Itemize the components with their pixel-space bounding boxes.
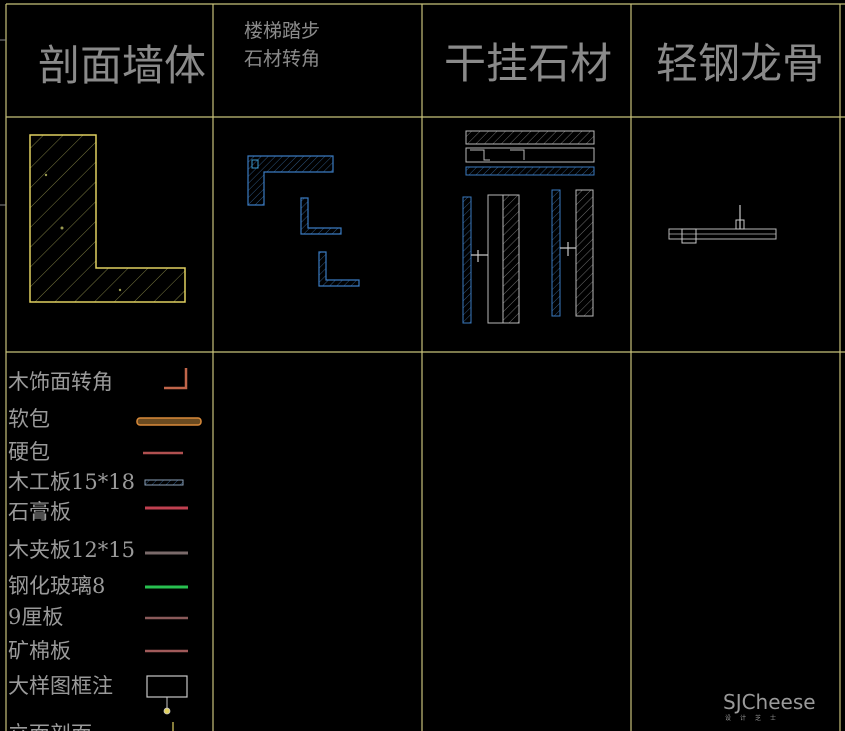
legend: 木饰面转角 软包 硬包 木工板15*18 石膏板 木夹板12*15 钢化玻璃8 … bbox=[8, 368, 202, 731]
dry-hung-stone-drawing bbox=[462, 130, 595, 324]
legend-swatch-soft-padding bbox=[136, 417, 202, 426]
wall-section-drawing bbox=[29, 134, 186, 303]
legend-label-detail-frame-note: 大样图框注 bbox=[8, 674, 113, 698]
table-grid bbox=[0, 3, 845, 731]
legend-label-soft-padding: 软包 bbox=[8, 407, 50, 431]
legend-swatch-wood-veneer-corner bbox=[164, 368, 188, 390]
legend-label-gypsum-board: 石膏板 bbox=[8, 500, 71, 524]
legend-swatch-detail-pointer bbox=[163, 697, 171, 715]
header-stone-corner: 石材转角 bbox=[244, 48, 320, 70]
legend-label-mineral-wool-board: 矿棉板 bbox=[8, 639, 71, 663]
legend-swatch-blockboard bbox=[144, 479, 184, 486]
watermark-brand: SJCheese bbox=[723, 690, 816, 714]
header-dry-hung-stone: 干挂石材 bbox=[444, 39, 612, 88]
stair-stone-drawing bbox=[247, 155, 360, 287]
legend-label-tempered-glass: 钢化玻璃8 bbox=[8, 574, 105, 598]
legend-label-hard-padding: 硬包 bbox=[8, 440, 50, 464]
legend-label-wood-veneer-corner: 木饰面转角 bbox=[8, 370, 113, 394]
watermark: SJCheese 设计芝士 bbox=[723, 690, 816, 722]
header-light-steel-keel: 轻钢龙骨 bbox=[656, 39, 824, 88]
legend-label-blockboard: 木工板15*18 bbox=[8, 470, 135, 494]
header-section-wall: 剖面墙体 bbox=[38, 41, 206, 90]
legend-label-9mm-board: 9厘板 bbox=[8, 605, 63, 629]
legend-label-elevation-section: 立面剖面 bbox=[8, 722, 92, 731]
header-stair-step: 楼梯踏步 bbox=[244, 20, 320, 42]
light-steel-keel-drawing bbox=[668, 205, 777, 244]
legend-swatch-detail-frame-note bbox=[146, 675, 188, 698]
legend-label-plywood: 木夹板12*15 bbox=[8, 538, 135, 562]
watermark-sub: 设计芝士 bbox=[725, 714, 785, 722]
